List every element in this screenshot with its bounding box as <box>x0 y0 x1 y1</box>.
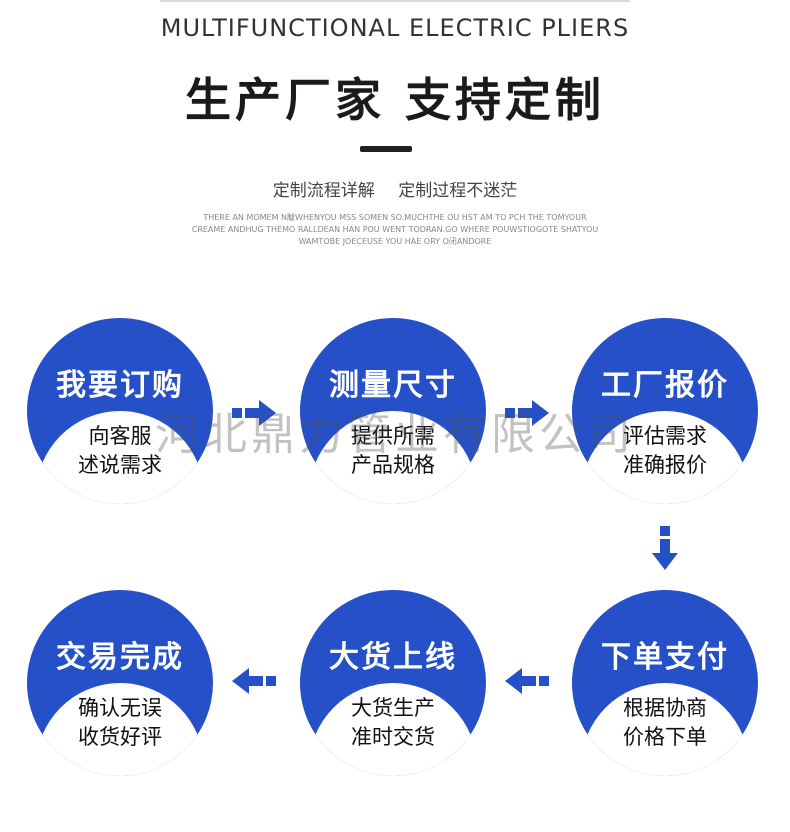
step-title: 测量尺寸 <box>329 368 457 403</box>
step-desc-line1: 确认无误 <box>78 696 162 720</box>
step-desc-line1: 提供所需 <box>351 424 435 448</box>
title-underline <box>360 146 412 152</box>
step-desc-line2: 述说需求 <box>78 453 162 477</box>
step-title: 交易完成 <box>56 640 184 675</box>
step-desc-line1: 向客服 <box>88 424 152 448</box>
arrow-left-icon <box>232 668 276 694</box>
subtitle: 定制流程详解 定制过程不迷茫 <box>0 176 790 201</box>
tiny-line: CREAME ANDHUG THEMO RALLDEAN HAN POU WEN… <box>191 225 599 234</box>
step-desc-line2: 价格下单 <box>623 725 707 749</box>
title-chinese: 生产厂家 支持定制 <box>184 73 605 127</box>
arrow-down-icon <box>652 526 678 570</box>
step-desc-line2: 准确报价 <box>623 453 707 477</box>
arrow-left-icon <box>505 668 549 694</box>
step-title: 我要订购 <box>56 368 184 403</box>
step-title: 大货上线 <box>329 640 457 675</box>
step-measure: 测量尺寸 提供所需 产品规格 <box>300 318 486 504</box>
arrow-right-icon <box>505 400 549 426</box>
tiny-line: THERE AN MOMEM N黻WHENYOU MSS SOMEN SO.MU… <box>203 213 587 222</box>
tiny-line: WAMTOBE JOECEUSE YOU HAE ORY O闭ANDORE <box>298 237 492 246</box>
title-english: MULTIFUNCTIONAL ELECTRIC PLIERS <box>160 14 630 42</box>
subtitle-clear: 定制过程不迷茫 <box>398 181 518 201</box>
step-completed: 交易完成 确认无误 收货好评 <box>27 590 213 776</box>
step-desc-line2: 准时交货 <box>351 725 435 749</box>
subtitle-process: 定制流程详解 <box>272 181 375 201</box>
step-title: 下单支付 <box>601 640 729 675</box>
decorative-english-text: THERE AN MOMEM N黻WHENYOU MSS SOMEN SO.MU… <box>140 212 650 248</box>
step-payment: 下单支付 根据协商 价格下单 <box>572 590 758 776</box>
top-rule <box>160 0 630 2</box>
step-desc-line2: 产品规格 <box>351 453 435 477</box>
step-desc-line1: 大货生产 <box>351 696 435 720</box>
step-desc-line2: 收货好评 <box>78 725 162 749</box>
arrow-right-icon <box>232 400 276 426</box>
step-production: 大货上线 大货生产 准时交货 <box>300 590 486 776</box>
step-desc-line1: 根据协商 <box>623 696 707 720</box>
step-order: 我要订购 向客服 述说需求 <box>27 318 213 504</box>
step-quote: 工厂报价 评估需求 准确报价 <box>572 318 758 504</box>
step-desc-line1: 评估需求 <box>623 424 707 448</box>
step-title: 工厂报价 <box>601 368 729 403</box>
